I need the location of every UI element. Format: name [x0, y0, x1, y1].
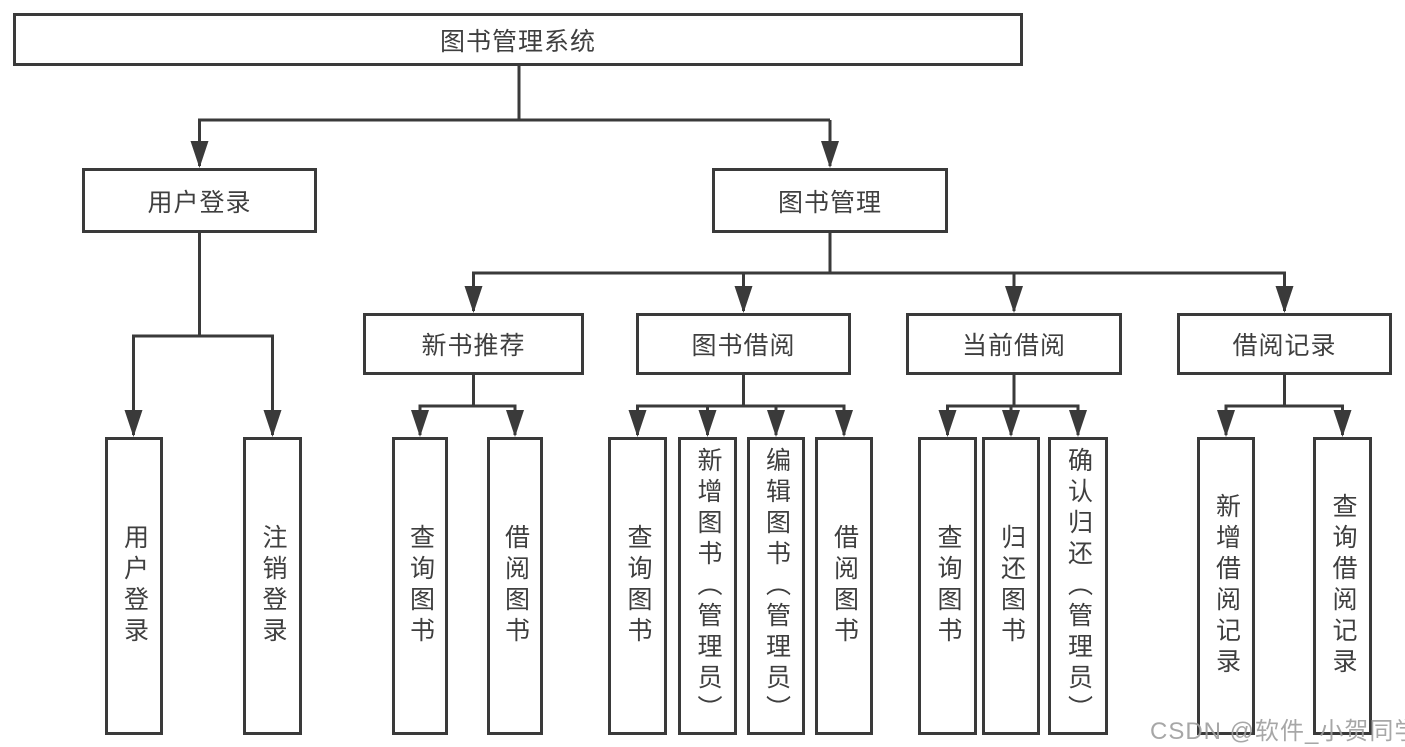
leaf-user-login: 用户登录 — [105, 437, 163, 735]
node-label: 查询图书 — [934, 524, 962, 648]
node-label: 图书管理系统 — [439, 27, 596, 56]
node-label: 查询借阅记录 — [1329, 493, 1357, 679]
node-borrowing-records: 借阅记录 — [1177, 313, 1392, 375]
leaf-edit-books-admin: 编辑图书（管理员） — [747, 437, 805, 735]
node-label: 注销登录 — [259, 524, 287, 648]
leaf-borrow-books-recommend: 借阅图书 — [487, 437, 543, 735]
node-label: 查询图书 — [624, 524, 652, 648]
node-label: 用户登录 — [120, 524, 149, 648]
leaf-add-borrow-record: 新增借阅记录 — [1197, 437, 1255, 735]
node-label: 借阅图书 — [501, 524, 530, 648]
node-book-management: 图书管理 — [712, 168, 948, 233]
leaf-query-books-borrowing: 查询图书 — [608, 437, 667, 735]
node-label: 新增图书（管理员） — [694, 446, 722, 726]
node-user-login-branch: 用户登录 — [82, 168, 317, 233]
node-book-borrowing: 图书借阅 — [636, 313, 851, 375]
node-label: 图书管理 — [777, 188, 882, 217]
node-label: 当前借阅 — [961, 332, 1066, 360]
arrowhead-icons — [124, 141, 1352, 437]
node-label: 图书借阅 — [691, 332, 796, 360]
node-label: 确认归还（管理员） — [1064, 446, 1093, 726]
connector-paths — [132, 66, 1344, 435]
node-label: 借阅图书 — [830, 524, 859, 648]
leaf-confirm-return-admin: 确认归还（管理员） — [1048, 437, 1108, 735]
node-label: 查询图书 — [406, 524, 435, 648]
node-new-book-recommend: 新书推荐 — [363, 313, 584, 375]
leaf-return-books: 归还图书 — [982, 437, 1040, 735]
leaf-query-books-current: 查询图书 — [918, 437, 977, 735]
node-label: 编辑图书（管理员） — [762, 446, 791, 726]
node-library-management-system: 图书管理系统 — [13, 13, 1023, 66]
csdn-watermark: CSDN @软件_小贺同学 — [1150, 718, 1405, 745]
node-label: 用户登录 — [147, 188, 252, 217]
leaf-query-books-recommend: 查询图书 — [392, 437, 448, 735]
leaf-query-borrow-record: 查询借阅记录 — [1313, 437, 1372, 735]
node-label: 借阅记录 — [1232, 332, 1337, 360]
leaf-borrow-books-borrowing: 借阅图书 — [815, 437, 873, 735]
node-current-borrowing: 当前借阅 — [906, 313, 1122, 375]
node-label: 归还图书 — [997, 524, 1026, 648]
leaf-add-books-admin: 新增图书（管理员） — [678, 437, 737, 735]
node-label: 新增借阅记录 — [1212, 493, 1241, 679]
leaf-logout: 注销登录 — [243, 437, 302, 735]
node-label: 新书推荐 — [421, 332, 526, 360]
